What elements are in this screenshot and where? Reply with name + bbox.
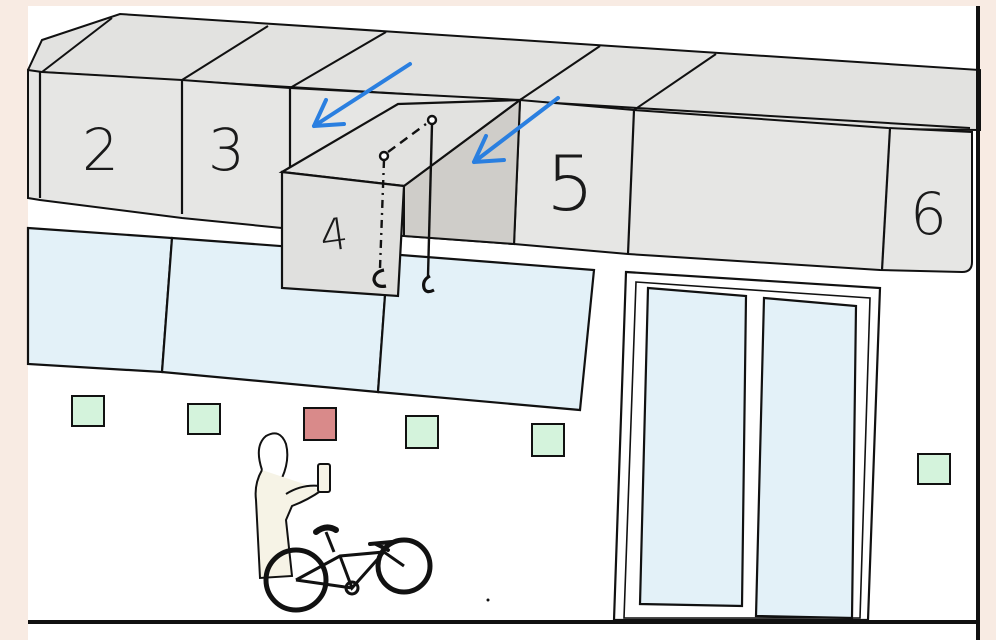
bicycle-seat	[313, 524, 339, 535]
marker-6	[917, 453, 951, 485]
bicycle-seat-post	[324, 531, 336, 553]
hook-left	[372, 268, 387, 288]
hook-line-right	[426, 123, 434, 277]
arrows	[312, 62, 560, 164]
arrow-left	[312, 62, 412, 128]
bay-4-front	[280, 170, 406, 298]
door-right-glass	[754, 296, 858, 620]
bicycle-rear-wheel	[263, 547, 329, 613]
bicycle-frame	[295, 550, 405, 591]
bay-label-3: 3	[208, 116, 245, 184]
marker-1	[71, 395, 105, 427]
person-body	[254, 469, 323, 580]
marker-5	[531, 423, 565, 457]
bicycle-handlebar	[368, 540, 394, 552]
window-3	[376, 252, 596, 412]
window-1	[26, 226, 174, 374]
bay-label-2: 2	[82, 116, 119, 184]
hook-line-left	[378, 159, 386, 269]
hook-right	[422, 274, 435, 294]
phone-icon	[317, 463, 331, 493]
bicycle	[263, 524, 433, 613]
door-left-glass	[638, 286, 748, 608]
hook-anchor-left	[378, 150, 390, 162]
hook-anchor-right	[426, 114, 438, 126]
marker-2	[187, 403, 221, 435]
person-figure	[254, 432, 331, 580]
ground-strip	[28, 624, 978, 640]
double-door	[612, 270, 882, 622]
bay-label-6: 6	[910, 180, 947, 248]
ink-speck	[486, 598, 490, 602]
status-markers	[71, 395, 951, 485]
bicycle-pedal	[344, 580, 360, 596]
hanging-hooks	[372, 114, 438, 294]
bay-label-5: 5	[546, 139, 594, 228]
marker-3	[303, 407, 337, 441]
arrow-right	[472, 96, 560, 164]
storefront-windows	[26, 226, 596, 412]
bicycle-front-wheel	[375, 537, 433, 595]
marker-4	[405, 415, 439, 449]
